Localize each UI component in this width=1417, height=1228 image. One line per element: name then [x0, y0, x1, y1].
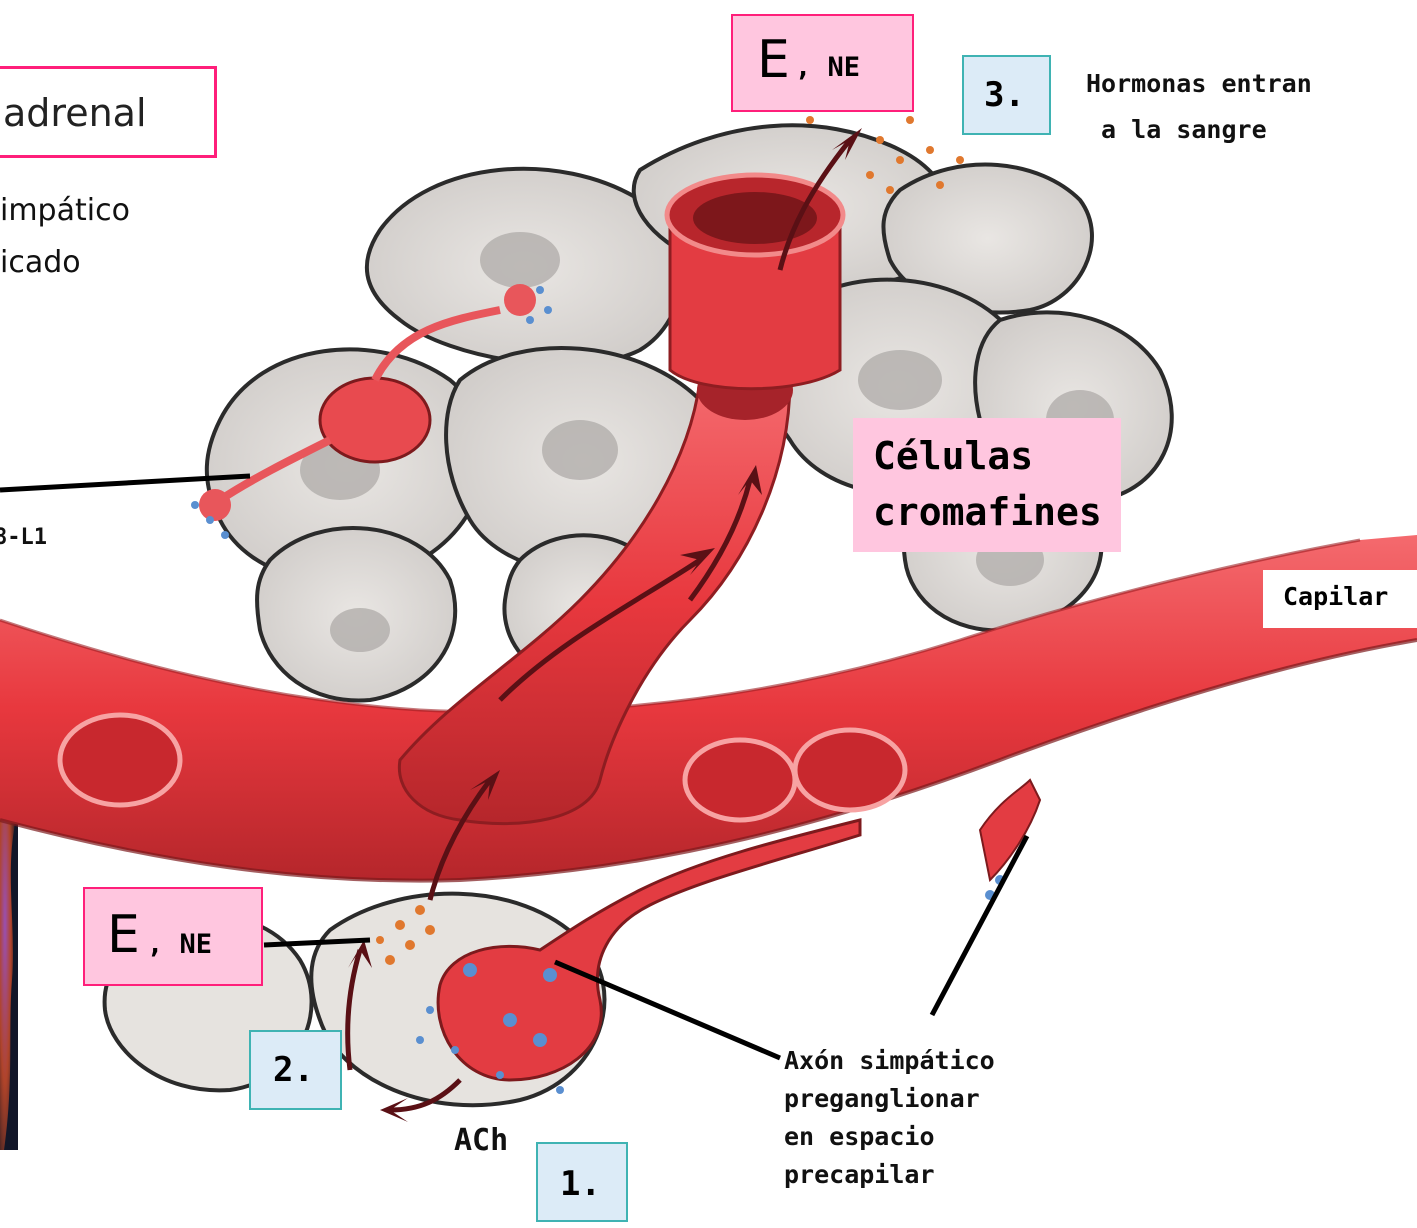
step-3-label: 3. [984, 75, 1025, 115]
hormones-line-2: a la sangre [1086, 114, 1267, 145]
top-epinephrine-box: E , NE [731, 14, 914, 112]
subtitle-line-1: impático [0, 192, 130, 230]
axon-line-4: precapilar [784, 1159, 935, 1190]
top-epinephrine-main: E [757, 30, 790, 90]
axon-line-1: Axón simpático [784, 1045, 995, 1076]
top-epinephrine-sub: , NE [795, 52, 860, 83]
chromaffin-cells-box: Células cromafines [853, 418, 1121, 552]
ach-label: ACh [450, 1120, 512, 1162]
capillary-label-bg: Capilar [1263, 570, 1417, 628]
axon-line-3: en espacio [784, 1121, 935, 1152]
left-label: 8-L1 [0, 524, 47, 552]
step-2-label: 2. [273, 1050, 314, 1090]
bottom-epinephrine-sub: , NE [147, 929, 212, 960]
step-1-label: 1. [560, 1164, 601, 1204]
chromaffin-line-2: cromafines [873, 490, 1102, 534]
title-text: adrenal [3, 91, 147, 135]
title-box: adrenal [0, 66, 217, 158]
hormones-line-1: Hormonas entran [1086, 68, 1312, 99]
chromaffin-line-1: Células [873, 434, 1033, 478]
step-3-box: 3. [962, 55, 1051, 135]
step-1-box: 1. [536, 1142, 628, 1222]
subtitle-line-2: icado [0, 244, 81, 282]
axon-line-2: preganglionar [784, 1083, 980, 1114]
bottom-epinephrine-main: E [107, 905, 140, 965]
capillary-label: Capilar [1283, 582, 1388, 611]
step-2-box: 2. [249, 1030, 342, 1110]
bottom-epinephrine-box: E , NE [83, 887, 263, 986]
